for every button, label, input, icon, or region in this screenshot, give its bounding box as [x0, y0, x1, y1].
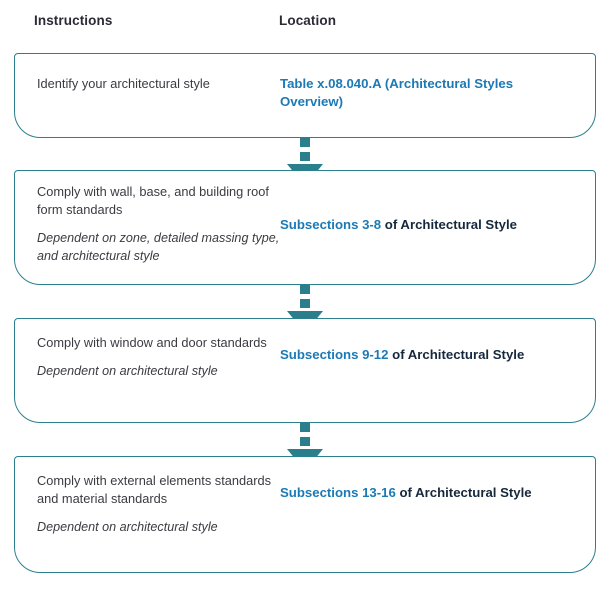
step-3-instruction-note: Dependent on architectural style: [37, 364, 218, 379]
step-3-instructions-cell: Comply with window and door standards De…: [15, 334, 280, 381]
column-header-instructions: Instructions: [34, 13, 113, 28]
connector-dash-segment: [300, 285, 310, 294]
connector-dash-segment: [300, 437, 310, 446]
step-4-instruction-note: Dependent on architectural style: [37, 520, 218, 535]
step-2-location-cell: Subsections 3-8 of Architectural Style: [280, 183, 595, 234]
step-box-3[interactable]: Comply with window and door standards De…: [14, 318, 596, 423]
step-2-instruction-text: Comply with wall, base, and building roo…: [37, 184, 269, 218]
column-headers: Instructions Location: [0, 13, 615, 37]
step-4-location-rest: of Architectural Style: [395, 485, 532, 500]
step-4-location-text: Subsections 13-16 of Architectural Style: [280, 484, 567, 502]
step-3-location-text: Subsections 9-12 of Architectural Style: [280, 346, 567, 364]
step-3-instruction-text: Comply with window and door standards: [37, 335, 267, 350]
connector-dash-segment: [300, 423, 310, 432]
step-2-instructions-cell: Comply with wall, base, and building roo…: [15, 183, 280, 266]
step-2-location-text: Subsections 3-8 of Architectural Style: [280, 216, 567, 234]
connector-dash-segment: [300, 299, 310, 308]
connector-dash-segment: [300, 152, 310, 161]
step-2-instruction-note: Dependent on zone, detailed massing type…: [37, 231, 280, 264]
step-box-1[interactable]: Identify your architectural style Table …: [14, 53, 596, 138]
step-4-instruction-text: Comply with external elements standards …: [37, 473, 272, 507]
step-1-instruction-text: Identify your architectural style: [37, 76, 210, 91]
step-4-location-cell: Subsections 13-16 of Architectural Style: [280, 472, 595, 502]
column-header-location: Location: [279, 13, 337, 28]
step-1-location-link[interactable]: Table x.08.040.A (Architectural Styles O…: [280, 76, 514, 110]
step-box-4[interactable]: Comply with external elements standards …: [14, 456, 596, 573]
connector-dash-segment: [300, 138, 310, 147]
step-1-location-text: Table x.08.040.A (Architectural Styles O…: [280, 75, 567, 111]
step-box-2[interactable]: Comply with wall, base, and building roo…: [14, 170, 596, 285]
step-2-location-link[interactable]: Subsections 3-8: [280, 217, 382, 232]
step-3-location-link[interactable]: Subsections 9-12: [280, 347, 389, 362]
step-4-location-link[interactable]: Subsections 13-16: [280, 485, 396, 500]
step-4-instructions-cell: Comply with external elements standards …: [15, 472, 280, 537]
step-3-location-cell: Subsections 9-12 of Architectural Style: [280, 334, 595, 364]
step-1-instructions-cell: Identify your architectural style: [15, 75, 280, 93]
step-2-location-rest: of Architectural Style: [381, 217, 517, 232]
step-3-location-rest: of Architectural Style: [388, 347, 525, 362]
step-1-location-cell: Table x.08.040.A (Architectural Styles O…: [280, 75, 595, 111]
